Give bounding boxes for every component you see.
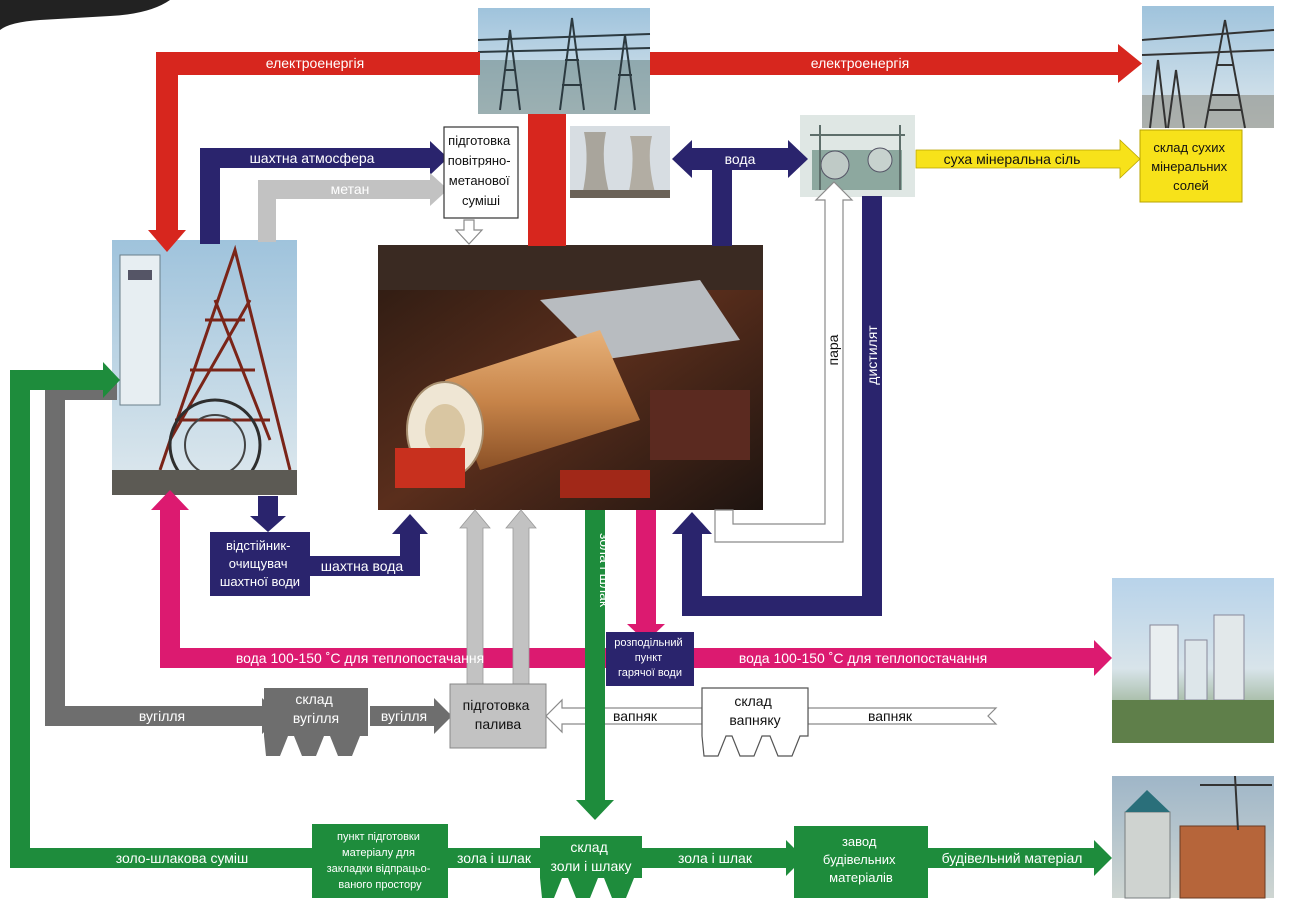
label-steam: пара bbox=[825, 334, 841, 365]
building-plant-box: завод будівельних матеріалів bbox=[794, 826, 928, 898]
cooling-towers-photo bbox=[570, 126, 670, 198]
label-coal-2: вугілля bbox=[381, 708, 427, 724]
settler-line1: відстійник- bbox=[226, 538, 290, 553]
salt-store-box: склад сухих мінеральних солей bbox=[1139, 129, 1243, 203]
svg-text:розподільний пункт: розподільний пункт гарячої води bbox=[614, 637, 685, 679]
air-methane-prep-line2: повітряно- bbox=[448, 153, 511, 168]
air-mix-to-turbine-arrow bbox=[454, 219, 484, 245]
label-ash-vertical: зола і шлак bbox=[597, 533, 613, 608]
svg-text:відстійник- очищувач: відстійник- очищувач шахтної води bbox=[220, 538, 300, 589]
svg-text:завод будівельних: завод будівельних матеріалів bbox=[823, 834, 899, 885]
label-building-material: будівельний матеріал bbox=[942, 850, 1083, 866]
ash-store-line2: золи і шлаку bbox=[550, 858, 631, 874]
hot-water-point-line3: гарячої води bbox=[618, 667, 682, 679]
svg-text:склад сухих мінеральних: склад сухих мінеральних солей bbox=[1151, 140, 1231, 193]
construction-photo bbox=[1112, 775, 1274, 899]
svg-text:склад вапняку: склад вапняку bbox=[729, 693, 780, 728]
dry-salt-flow bbox=[915, 139, 1141, 179]
backfill-prep-box: пункт підготовки матеріалу для закладки … bbox=[312, 824, 448, 898]
label-water: вода bbox=[725, 151, 756, 167]
limestone-store-line1: склад bbox=[734, 693, 771, 709]
air-methane-prep-line1: підготовка bbox=[448, 133, 511, 148]
steam-flow bbox=[714, 181, 854, 543]
label-hot-water-right: вода 100-150 ˚С для теплопостачання bbox=[739, 650, 987, 666]
label-coal-1: вугілля bbox=[139, 708, 185, 724]
svg-text:склад вугілля: склад вугілля bbox=[293, 691, 339, 726]
ash-slag-flow bbox=[10, 362, 1112, 876]
svg-text:підготовка палива: підготовка палива bbox=[463, 697, 534, 732]
salt-store-line3: солей bbox=[1173, 178, 1209, 193]
water-flow bbox=[672, 140, 808, 246]
air-methane-prep-box: підготовка повітряно- метанової суміші bbox=[443, 126, 519, 219]
backfill-line3: закладки відпрацьо- bbox=[327, 863, 431, 875]
air-methane-prep-line4: суміші bbox=[462, 193, 500, 208]
power-line-photo bbox=[1141, 6, 1275, 129]
fuel-prep-line1: підготовка bbox=[463, 697, 530, 713]
ash-store-line1: склад bbox=[570, 839, 607, 855]
hot-water-point-line1: розподільний bbox=[614, 637, 682, 649]
air-methane-prep-line3: метанової bbox=[449, 173, 510, 188]
label-ash-slag-mix: золо-шлакова суміш bbox=[116, 850, 249, 866]
methane-flow bbox=[258, 173, 448, 242]
salt-store-line2: мінеральних bbox=[1151, 159, 1227, 174]
svg-text:склад золи і шлаку: склад золи і шлаку bbox=[550, 839, 631, 874]
salt-store-line1: склад сухих bbox=[1153, 140, 1225, 155]
svg-text:пункт підготовки матеріа: пункт підготовки матеріалу для закладки … bbox=[327, 831, 434, 891]
coal-store-line2: вугілля bbox=[293, 710, 339, 726]
fuel-prep-box: підготовка палива bbox=[449, 683, 547, 749]
desalination-plant-photo bbox=[800, 115, 915, 197]
label-ash-1: зола і шлак bbox=[457, 850, 532, 866]
label-methane: метан bbox=[331, 181, 370, 197]
substation-photo bbox=[477, 8, 651, 114]
corner-decoration bbox=[0, 0, 170, 30]
label-limestone-2: вапняк bbox=[868, 708, 913, 724]
electricity-flow bbox=[148, 44, 1142, 252]
hot-water-point-box: розподільний пункт гарячої води bbox=[606, 632, 694, 686]
label-dry-salt: суха мінеральна сіль bbox=[944, 151, 1081, 167]
label-hot-water-left: вода 100-150 ˚С для теплопостачання bbox=[236, 650, 484, 666]
label-distillate: дистилят bbox=[864, 325, 880, 385]
mine-water-flow bbox=[250, 496, 428, 576]
city-photo bbox=[1112, 578, 1274, 743]
settler-line3: шахтної води bbox=[220, 574, 300, 589]
label-electricity-right: електроенергія bbox=[811, 55, 909, 71]
backfill-line1: пункт підготовки bbox=[337, 831, 420, 843]
hot-water-flow bbox=[151, 490, 1112, 676]
label-electricity-left: електроенергія bbox=[266, 55, 364, 71]
mine-headframe-photo bbox=[112, 240, 297, 495]
label-limestone-1: вапняк bbox=[613, 708, 658, 724]
label-ash-2: зола і шлак bbox=[678, 850, 753, 866]
mine-water-settler-box: відстійник- очищувач шахтної води bbox=[210, 532, 310, 596]
svg-text:підготовка повітряно-: підготовка повітряно- метанової суміші bbox=[448, 133, 515, 208]
building-plant-line1: завод bbox=[842, 834, 877, 849]
building-plant-line3: матеріалів bbox=[829, 870, 893, 885]
ash-store-hopper: склад золи і шлаку bbox=[540, 836, 642, 898]
mine-atmosphere-flow bbox=[200, 141, 448, 244]
backfill-line2: матеріалу для bbox=[342, 847, 415, 859]
distillate-flow bbox=[672, 196, 882, 616]
hot-water-point-line2: пункт bbox=[635, 652, 663, 664]
fuel-to-turbine-flow bbox=[459, 509, 537, 685]
fuel-prep-line2: палива bbox=[475, 716, 522, 732]
turbine-hall-photo bbox=[378, 245, 763, 510]
coal-store-hopper: склад вугілля bbox=[264, 688, 368, 756]
building-plant-line2: будівельних bbox=[823, 852, 896, 867]
coal-store-line1: склад bbox=[295, 691, 332, 707]
backfill-line4: ваного простору bbox=[338, 879, 422, 891]
settler-line2: очищувач bbox=[229, 556, 288, 571]
label-mine-water: шахтна вода bbox=[321, 558, 404, 574]
limestone-store-hopper: склад вапняку bbox=[701, 687, 809, 757]
label-mine-atmosphere: шахтна атмосфера bbox=[250, 150, 375, 166]
limestone-store-line2: вапняку bbox=[729, 712, 780, 728]
